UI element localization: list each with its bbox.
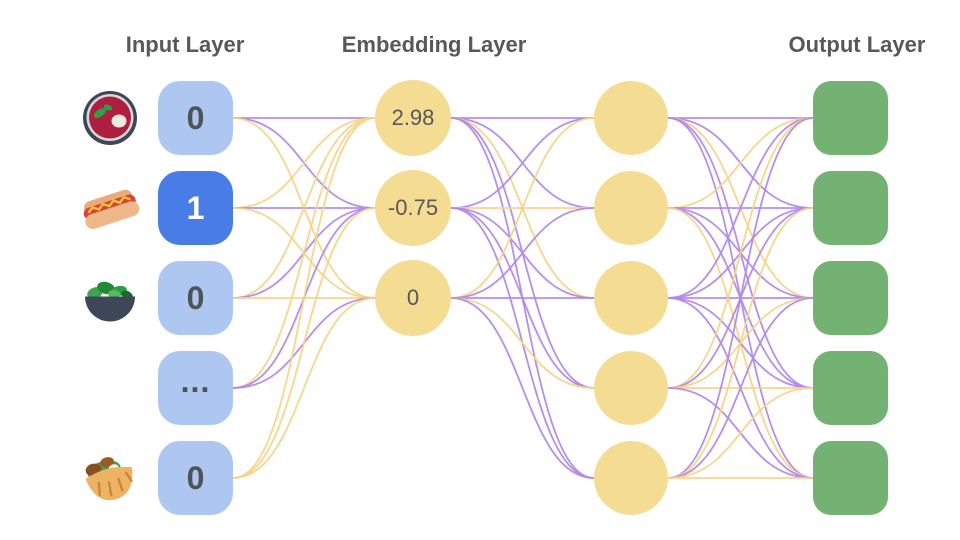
input-node-3: 0 [158, 261, 233, 335]
input-node-5: 0 [158, 441, 233, 515]
input-node-value: 1 [186, 189, 205, 226]
edge-emb3-hidden5 [450, 297, 595, 479]
edge-emb2-hidden1 [450, 117, 595, 209]
input-node-2: 1 [158, 171, 233, 245]
edge-emb3-hidden4 [450, 297, 595, 389]
edge-input5-emb2 [232, 207, 376, 479]
embedding-node-value: 0 [406, 285, 420, 310]
edge-hidden5-output4 [667, 387, 814, 479]
edge-input4-emb1 [232, 117, 376, 389]
embedding-node-1: 2.98 [375, 80, 451, 156]
hidden-node-5 [594, 441, 668, 515]
edge-emb3-hidden1 [450, 117, 595, 299]
edge-hidden5-output2 [667, 207, 814, 479]
edge-emb3-hidden2 [450, 207, 595, 299]
embedding-node-3: 0 [375, 260, 451, 336]
embedding-node-value: -0.75 [387, 195, 439, 220]
input-layer-title: Input Layer [125, 32, 245, 57]
output-node-1 [813, 81, 888, 155]
hidden-node-3 [594, 261, 668, 335]
output-node-5 [813, 441, 888, 515]
output-layer-title: Output Layer [788, 32, 926, 57]
pita-icon [78, 446, 142, 510]
input-node-value: 0 [186, 459, 205, 496]
output-node-4 [813, 351, 888, 425]
input-node-value: 0 [186, 279, 205, 316]
hidden-node-2 [594, 171, 668, 245]
edge-hidden5-output1 [667, 117, 814, 479]
embedding-node-2: -0.75 [375, 170, 451, 246]
input-node-value: 0 [186, 99, 205, 136]
edge-input2-emb1 [232, 117, 376, 209]
edge-hidden5-output3 [667, 297, 814, 479]
salad-icon [78, 266, 142, 330]
embedding-layer-title: Embedding Layer [341, 32, 527, 57]
edge-input5-emb1 [232, 117, 376, 479]
edge-hidden4-output1 [667, 117, 814, 389]
edge-hidden3-output1 [667, 117, 814, 299]
soup-bowl-icon [78, 86, 142, 150]
output-node-3 [813, 261, 888, 335]
edge-input5-emb3 [232, 297, 376, 479]
input-node-1: 0 [158, 81, 233, 155]
hot-dog-icon [78, 176, 142, 240]
hidden-node-1 [594, 81, 668, 155]
edge-input3-emb1 [232, 117, 376, 299]
input-node-4: ... [158, 351, 233, 425]
embedding-node-value: 2.98 [391, 105, 435, 130]
edge-hidden2-output1 [667, 117, 814, 209]
hidden-node-4 [594, 351, 668, 425]
output-node-2 [813, 171, 888, 245]
input-node-value: ... [180, 362, 211, 399]
